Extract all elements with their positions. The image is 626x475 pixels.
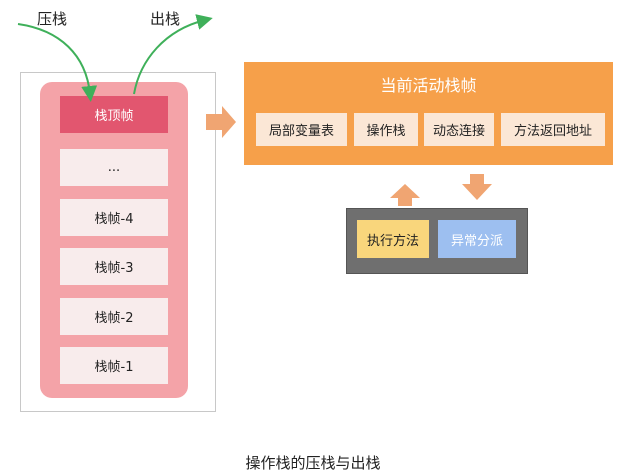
ellipsis-frame: ... <box>60 149 168 186</box>
push-label: 压栈 <box>37 10 68 28</box>
normal-exit: 执行方法 <box>357 220 429 258</box>
local-variables: 局部变量表 <box>256 113 347 146</box>
up-arrow <box>390 184 420 206</box>
down-arrow <box>462 174 492 200</box>
figure-caption: 操作栈的压栈与出栈 <box>245 454 381 472</box>
operand-stack: 操作栈 <box>354 113 418 146</box>
current-frame-title: 当前活动栈帧 <box>380 76 477 95</box>
stack-frame-2: 栈帧-2 <box>60 298 168 335</box>
pop-label: 出栈 <box>150 10 181 28</box>
stack-background <box>40 82 188 398</box>
top-frame: 栈顶帧 <box>60 96 168 133</box>
push-arrow <box>17 23 98 102</box>
exception-dispatch: 异常分派 <box>438 220 516 258</box>
return-address: 方法返回地址 <box>501 113 605 146</box>
stack-frame-1: 栈帧-1 <box>60 347 168 384</box>
stack-frame-4: 栈帧-4 <box>60 199 168 236</box>
stack-frame-3: 栈帧-3 <box>60 248 168 285</box>
right-arrow <box>206 106 236 138</box>
dynamic-linking: 动态连接 <box>424 113 494 146</box>
pop-arrow <box>133 14 213 95</box>
